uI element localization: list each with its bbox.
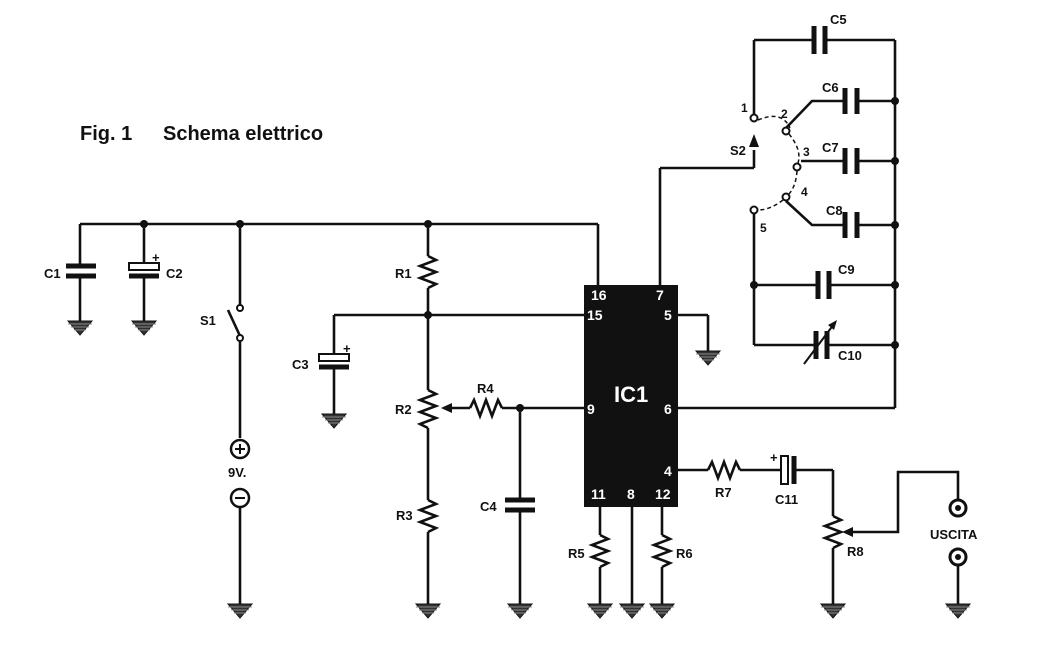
label-c9: C9 (838, 262, 855, 277)
resistor-r1: R1 (395, 224, 440, 390)
s2-pos-2: 2 (781, 107, 788, 121)
label-c1: C1 (44, 266, 61, 281)
c3-plus: + (343, 341, 351, 356)
resistor-r3: R3 (396, 498, 442, 620)
pin-5: 5 (664, 307, 672, 323)
figure-title: Schema elettrico (163, 123, 323, 145)
resistor-r6: R6 (648, 507, 693, 620)
pin-6: 6 (664, 401, 672, 417)
label-c10: C10 (838, 348, 862, 363)
pin-4: 4 (664, 463, 672, 479)
figure-number: Fig. 1 (80, 123, 132, 145)
potentiometer-r8: R8 (819, 470, 960, 620)
label-c3: C3 (292, 357, 309, 372)
label-c5: C5 (830, 12, 847, 27)
label-c8: C8 (826, 203, 843, 218)
s2-pos-5: 5 (760, 221, 767, 235)
battery-9v: 9V. (226, 438, 254, 620)
label-r8: R8 (847, 544, 864, 559)
capacitor-c11: + C11 (770, 450, 833, 507)
potentiometer-r2: R2 (395, 388, 452, 500)
capacitor-c3: + C3 (292, 313, 586, 430)
capacitor-c2: + C2 (128, 224, 183, 337)
pin-12: 12 (655, 486, 671, 502)
label-output: USCITA (930, 527, 978, 542)
label-battery: 9V. (228, 465, 246, 480)
switch-s1: S1 (200, 224, 244, 438)
label-s2: S2 (730, 143, 746, 158)
capacitor-c5: C5 (752, 12, 895, 114)
c11-plus: + (770, 450, 778, 465)
label-r5: R5 (568, 546, 585, 561)
capacitor-c9: C9 (754, 262, 899, 299)
label-r4: R4 (477, 381, 494, 396)
label-c11: C11 (775, 492, 798, 507)
label-c2: C2 (166, 266, 183, 281)
pin-16: 16 (591, 287, 607, 303)
pin-7: 7 (656, 287, 664, 303)
capacitor-c7: C7 (801, 140, 899, 174)
label-r1: R1 (395, 266, 412, 281)
pin-9: 9 (587, 401, 595, 417)
s2-pos-3: 3 (803, 145, 810, 159)
capacitor-c4: C4 (480, 408, 535, 620)
label-r2: R2 (395, 402, 412, 417)
resistor-r5: R5 (568, 507, 614, 620)
selector-switch-s2: 1 2 3 4 5 S2 (660, 101, 810, 235)
pin-11: 11 (591, 486, 606, 502)
capacitor-c1: C1 (44, 224, 96, 337)
output-connector: USCITA (930, 498, 978, 620)
s2-pos-1: 1 (741, 101, 748, 115)
label-r7: R7 (715, 485, 732, 500)
capacitor-c8: C8 (785, 200, 899, 238)
label-r6: R6 (676, 546, 693, 561)
ic1-chip: IC1 16 7 15 5 9 6 4 11 8 12 (584, 168, 678, 507)
ic-name: IC1 (614, 382, 648, 407)
s2-pos-4: 4 (801, 185, 808, 199)
label-r3: R3 (396, 508, 413, 523)
resistor-r7: R7 (678, 458, 780, 500)
capacitor-c6: C6 (785, 80, 899, 129)
label-s1: S1 (200, 313, 216, 328)
c2-plus: + (152, 250, 160, 265)
label-c6: C6 (822, 80, 839, 95)
pin-8: 8 (627, 486, 635, 502)
pin-15: 15 (587, 307, 603, 323)
variable-capacitor-c10: C10 (754, 320, 899, 365)
label-c7: C7 (822, 140, 839, 155)
label-c4: C4 (480, 499, 497, 514)
